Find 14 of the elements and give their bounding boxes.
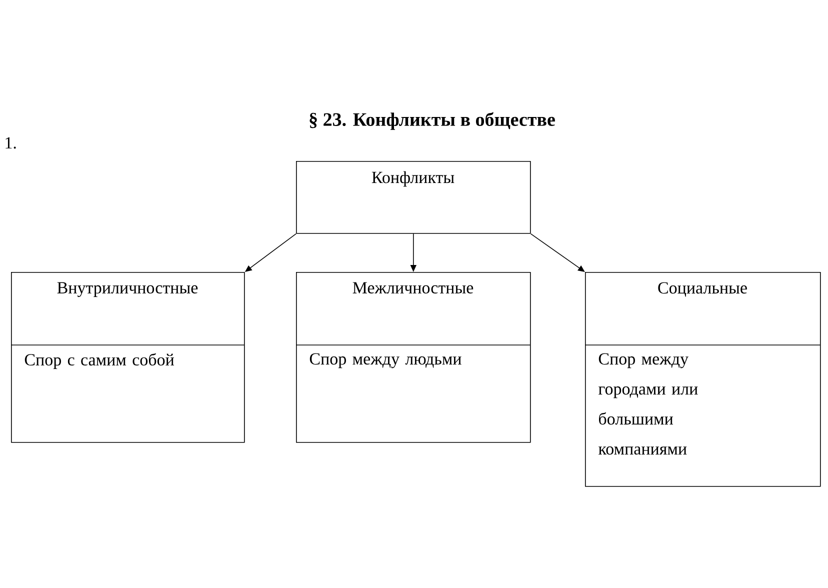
description-text: Спор между городами или большими компаниями — [598, 353, 698, 455]
category-box — [10, 272, 245, 443]
category-heading: Внутриличностные — [57, 282, 198, 297]
arrow — [530, 233, 585, 272]
category-box — [296, 161, 531, 234]
description-text: Спор с самим собой — [24, 353, 174, 369]
category-heading: Социальные — [658, 282, 747, 297]
description-text: Спор между людьми — [310, 353, 462, 368]
category-heading: Конфликты — [372, 171, 454, 187]
category-box — [296, 272, 531, 443]
category-box — [584, 272, 821, 487]
category-heading: Межличностные — [352, 282, 474, 294]
item-number: 1. — [6, 137, 16, 149]
heading: § 23. Конфликты в обществе — [310, 112, 555, 130]
